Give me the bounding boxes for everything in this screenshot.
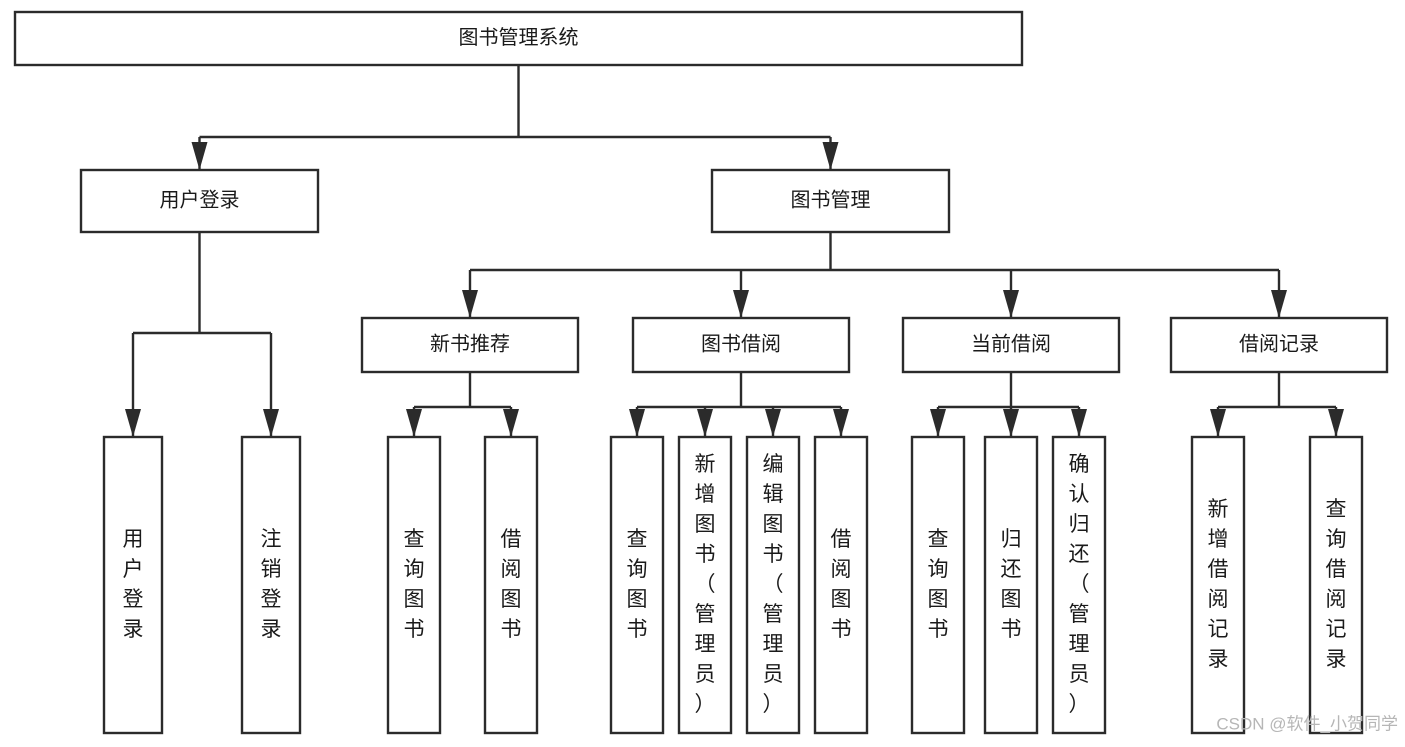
node-label: 查询图书 bbox=[928, 528, 949, 641]
arrow-head-icon bbox=[1271, 290, 1287, 318]
node-label: 借阅图书 bbox=[501, 528, 522, 641]
node-add-book-admin[interactable]: 新增图书（管理员） bbox=[677, 435, 733, 735]
arrow-head-icon bbox=[1328, 409, 1344, 437]
arrow-head-icon bbox=[462, 290, 478, 318]
arrow-head-icon bbox=[733, 290, 749, 318]
csdn-watermark: CSDN @软件_小贺同学 bbox=[1216, 714, 1398, 733]
arrow-head-icon bbox=[263, 409, 279, 437]
node-label: 图书管理系统 bbox=[459, 26, 579, 49]
node-box bbox=[983, 435, 1039, 735]
node-box bbox=[745, 435, 801, 735]
arrow-head-icon bbox=[697, 409, 713, 437]
arrow-head-icon bbox=[406, 409, 422, 437]
node-user-login[interactable]: 用户登录 bbox=[79, 168, 320, 234]
node-label: 注销登录 bbox=[261, 528, 282, 641]
arrow-head-icon bbox=[503, 409, 519, 437]
arrow-head-icon bbox=[930, 409, 946, 437]
arrow-head-icon bbox=[1210, 409, 1226, 437]
node-label: 新增图书（管理员） bbox=[695, 453, 716, 716]
node-box bbox=[677, 435, 733, 735]
node-book-borrow[interactable]: 图书借阅 bbox=[631, 316, 851, 374]
node-borrow-record[interactable]: 借阅记录 bbox=[1169, 316, 1389, 374]
node-box bbox=[631, 316, 851, 374]
node-label: 当前借阅 bbox=[971, 332, 1051, 355]
node-box bbox=[901, 316, 1121, 374]
node-label: 查询借阅记录 bbox=[1326, 498, 1347, 671]
arrow-head-icon bbox=[125, 409, 141, 437]
node-label: 归还图书 bbox=[1001, 528, 1022, 641]
node-user-logout[interactable]: 注销登录 bbox=[240, 435, 302, 735]
node-box bbox=[360, 316, 580, 374]
node-add-borrow-record[interactable]: 新增借阅记录 bbox=[1190, 435, 1246, 735]
arrow-head-icon bbox=[822, 142, 839, 170]
node-borrow-book-1[interactable]: 借阅图书 bbox=[483, 435, 539, 735]
node-label: 编辑图书（管理员） bbox=[763, 453, 784, 716]
node-box bbox=[1169, 316, 1389, 374]
node-query-book-2[interactable]: 查询图书 bbox=[609, 435, 665, 735]
node-box bbox=[1308, 435, 1364, 735]
node-confirm-return-admin[interactable]: 确认归还（管理员） bbox=[1051, 435, 1107, 735]
node-box bbox=[910, 435, 966, 735]
node-layer: 图书管理系统用户登录图书管理新书推荐图书借阅当前借阅借阅记录用户登录注销登录查询… bbox=[13, 10, 1389, 735]
node-query-book-1[interactable]: 查询图书 bbox=[386, 435, 442, 735]
node-current-borrow[interactable]: 当前借阅 bbox=[901, 316, 1121, 374]
node-query-borrow-record[interactable]: 查询借阅记录 bbox=[1308, 435, 1364, 735]
node-root[interactable]: 图书管理系统 bbox=[13, 10, 1024, 67]
node-box bbox=[79, 168, 320, 234]
node-label: 借阅图书 bbox=[831, 528, 852, 641]
arrow-head-icon bbox=[1003, 290, 1019, 318]
node-box bbox=[13, 10, 1024, 67]
node-label: 查询图书 bbox=[627, 528, 648, 641]
node-label: 查询图书 bbox=[404, 528, 425, 641]
node-return-book[interactable]: 归还图书 bbox=[983, 435, 1039, 735]
node-query-book-3[interactable]: 查询图书 bbox=[910, 435, 966, 735]
node-user-login-do[interactable]: 用户登录 bbox=[102, 435, 164, 735]
node-box bbox=[813, 435, 869, 735]
node-box bbox=[609, 435, 665, 735]
node-label: 借阅记录 bbox=[1239, 332, 1319, 355]
arrow-head-icon bbox=[833, 409, 849, 437]
connector-layer bbox=[125, 65, 1344, 437]
node-label: 用户登录 bbox=[160, 188, 240, 211]
node-box bbox=[386, 435, 442, 735]
node-label: 用户登录 bbox=[123, 528, 144, 641]
node-box bbox=[1051, 435, 1107, 735]
node-label: 图书借阅 bbox=[701, 332, 781, 355]
node-label: 新增借阅记录 bbox=[1208, 498, 1229, 671]
node-box bbox=[1190, 435, 1246, 735]
node-label: 图书管理 bbox=[791, 188, 871, 211]
node-edit-book-admin[interactable]: 编辑图书（管理员） bbox=[745, 435, 801, 735]
node-box bbox=[710, 168, 951, 234]
node-label: 新书推荐 bbox=[430, 332, 510, 355]
node-box bbox=[483, 435, 539, 735]
arrow-head-icon bbox=[1003, 409, 1019, 437]
node-new-book-recommend[interactable]: 新书推荐 bbox=[360, 316, 580, 374]
node-box bbox=[240, 435, 302, 735]
node-box bbox=[102, 435, 164, 735]
arrow-head-icon bbox=[765, 409, 781, 437]
arrow-head-icon bbox=[629, 409, 645, 437]
node-book-manage[interactable]: 图书管理 bbox=[710, 168, 951, 234]
arrow-head-icon bbox=[191, 142, 208, 170]
node-borrow-book-2[interactable]: 借阅图书 bbox=[813, 435, 869, 735]
node-label: 确认归还（管理员） bbox=[1069, 453, 1090, 716]
arrow-head-icon bbox=[1071, 409, 1087, 437]
